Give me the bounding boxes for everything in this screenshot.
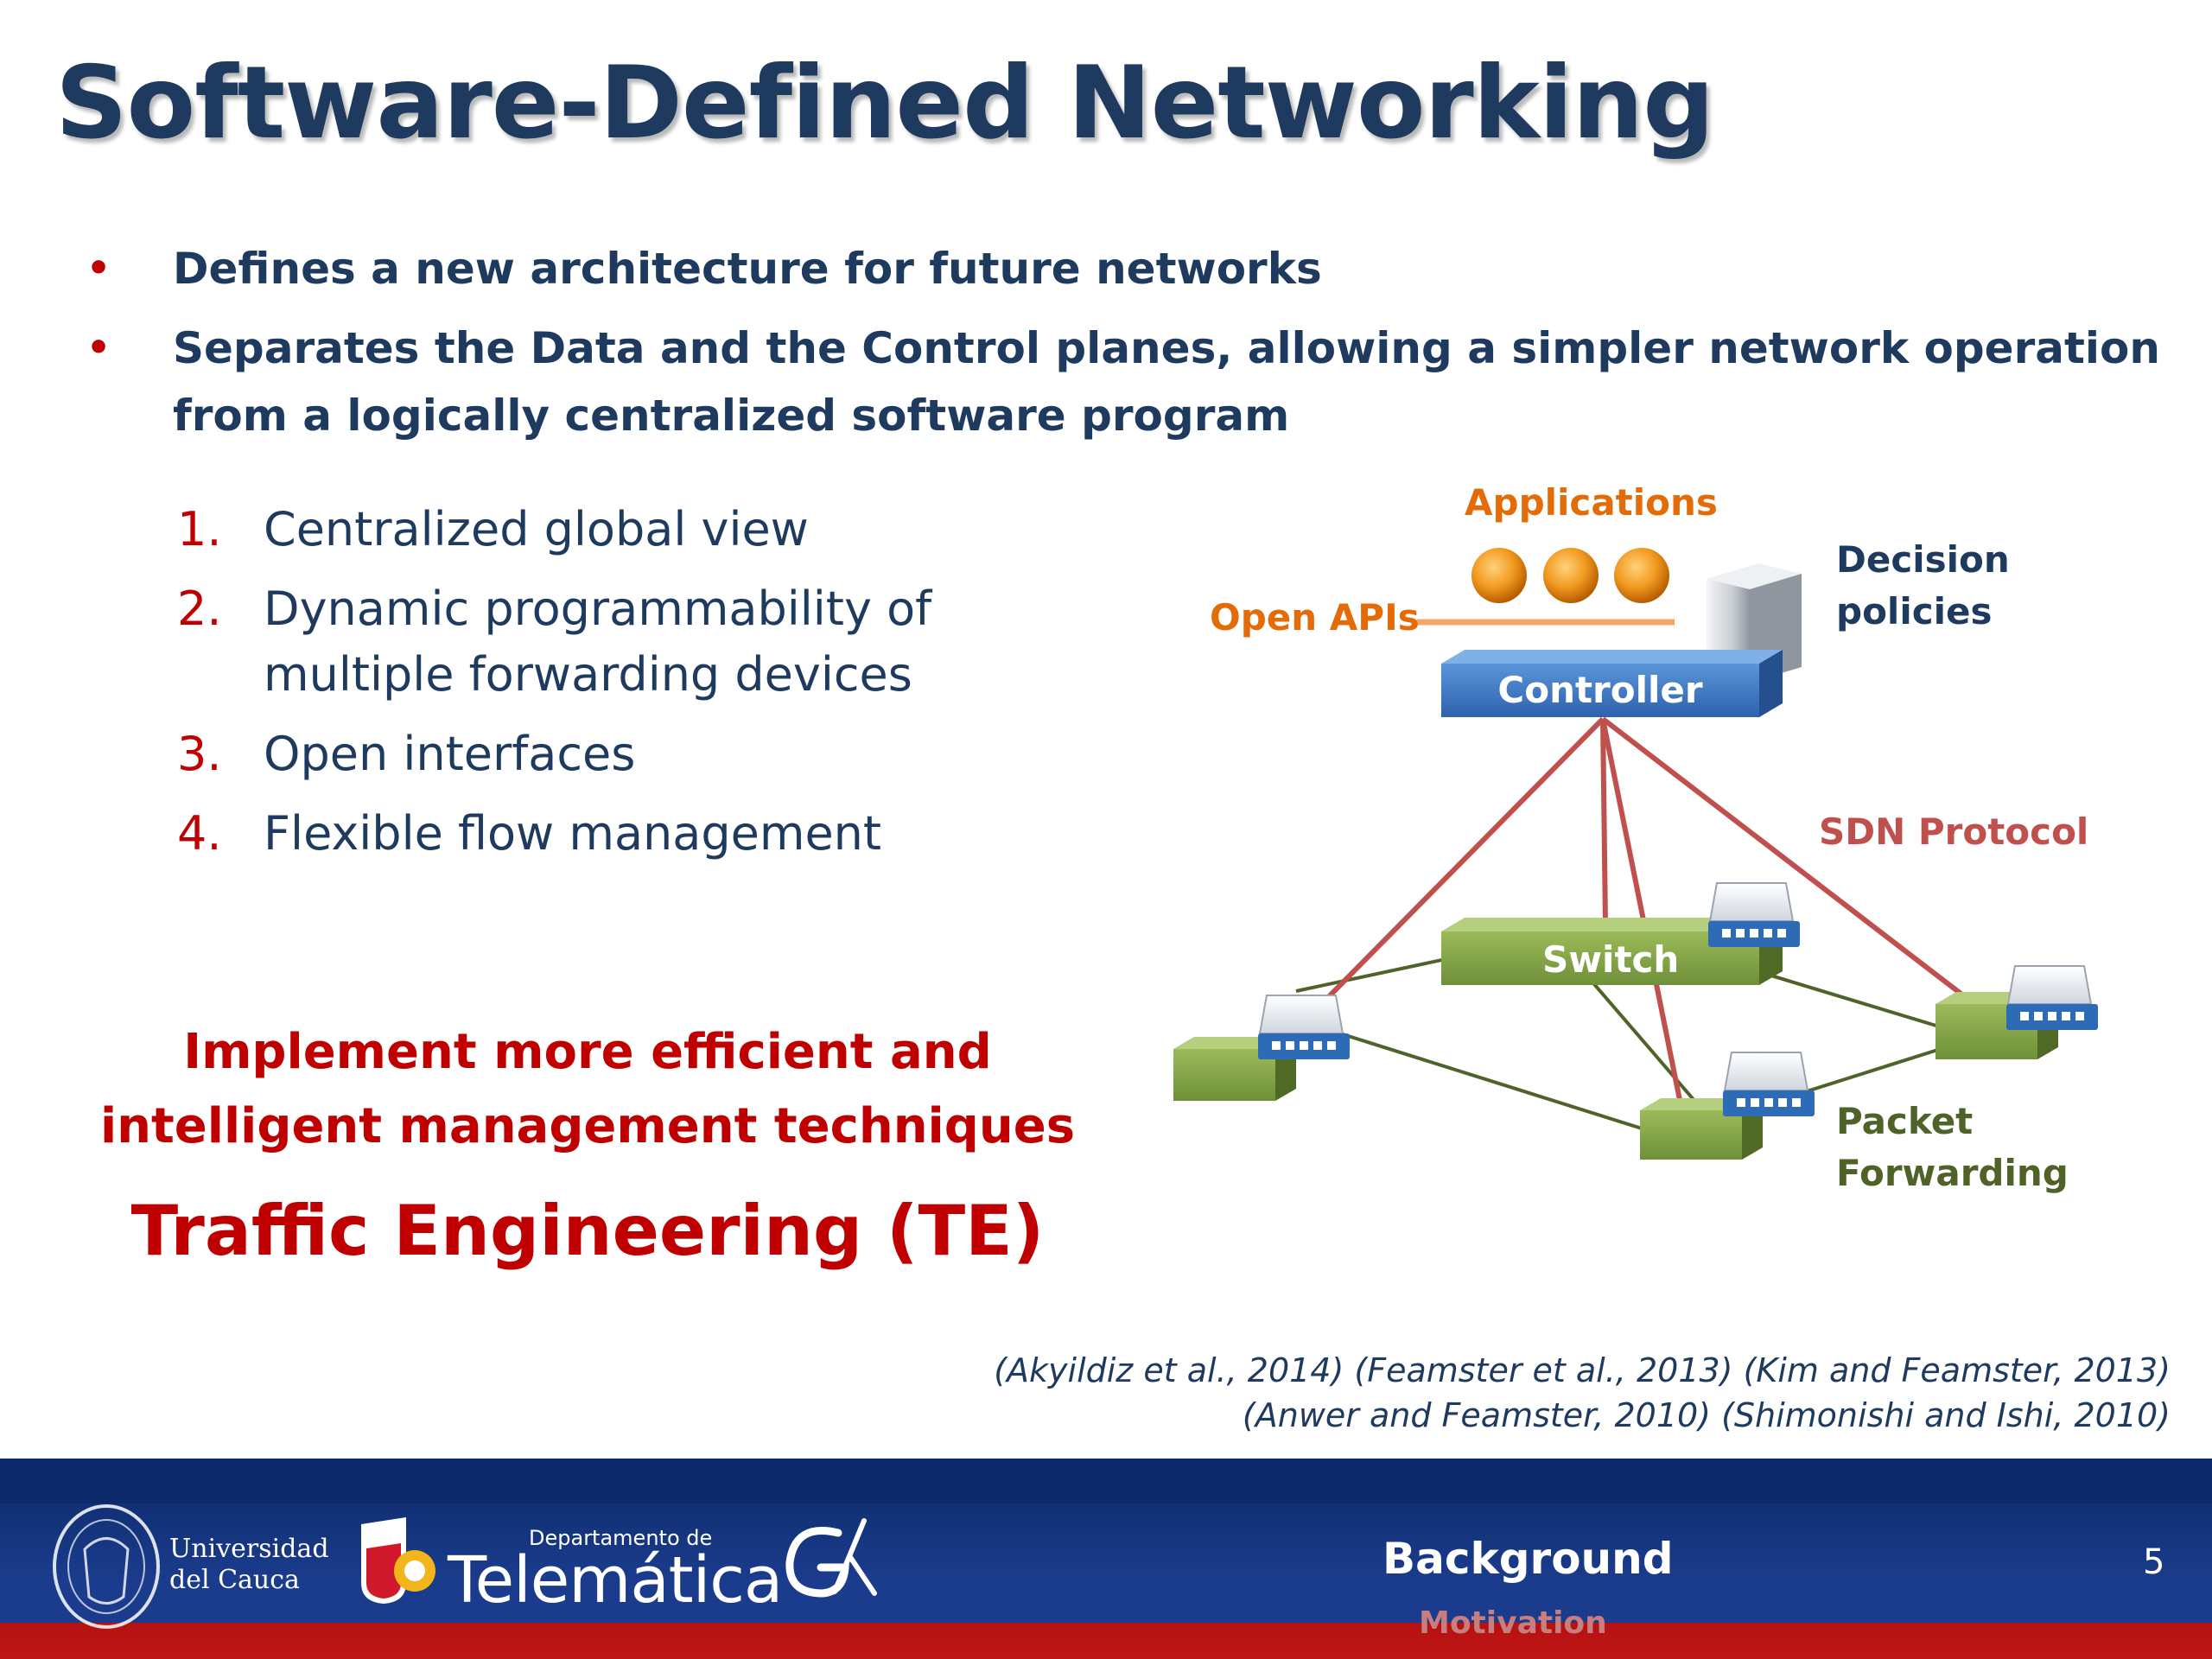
implement-line: Implement more efficient and bbox=[183, 1024, 992, 1080]
application-icon bbox=[1614, 548, 1669, 603]
packet-label-line: Forwarding bbox=[1836, 1152, 2069, 1194]
citation-line: (Akyildiz et al., 2014) (Feamster et al.… bbox=[994, 1351, 2171, 1389]
telematica-logo-icon bbox=[361, 1517, 435, 1604]
citation-line: (Anwer and Feamster, 2010) (Shimonishi a… bbox=[1242, 1396, 2171, 1434]
feature-item: 1. Centralized global view bbox=[177, 497, 809, 563]
bullet-text: from a logically centralized software pr… bbox=[173, 391, 1290, 441]
feature-item: 2. Dynamic programmability of bbox=[177, 576, 931, 642]
feature-item-continuation: multiple forwarding devices bbox=[177, 642, 912, 708]
decision-label-line: policies bbox=[1836, 590, 1993, 632]
university-name-line: del Cauca bbox=[169, 1565, 300, 1595]
feature-text: multiple forwarding devices bbox=[264, 647, 912, 702]
implement-text: Implement more efficient and intelligent… bbox=[69, 1015, 1106, 1164]
university-seal-icon bbox=[53, 1504, 160, 1629]
feature-text: Centralized global view bbox=[264, 502, 809, 556]
application-icon bbox=[1543, 548, 1599, 603]
bullet-dot: • bbox=[86, 326, 111, 370]
bullet-text: Defines a new architecture for future ne… bbox=[173, 244, 1322, 294]
open-apis-label: Open APIs bbox=[1210, 596, 1420, 639]
feature-number: 3. bbox=[177, 727, 222, 781]
switch-label: Switch bbox=[1542, 938, 1680, 981]
applications-label: Applications bbox=[1465, 481, 1718, 524]
packet-forwarding-label: Packet Forwarding bbox=[1836, 1096, 2069, 1199]
feature-item: 4. Flexible flow management bbox=[177, 801, 881, 867]
decision-label-line: Decision bbox=[1836, 538, 2010, 581]
network-device-icon bbox=[2006, 965, 2098, 1030]
controller-box bbox=[1441, 650, 1783, 717]
feature-item: 3. Open interfaces bbox=[177, 721, 635, 787]
sdn-protocol-label: SDN Protocol bbox=[1819, 810, 2089, 853]
sdn-protocol-links bbox=[1282, 716, 1976, 1105]
footer-subsection: Motivation bbox=[1419, 1605, 1607, 1641]
bullet-dot: • bbox=[86, 246, 111, 290]
footer-top-band bbox=[0, 1459, 2212, 1503]
feature-number: 4. bbox=[177, 806, 222, 861]
network-device-icon bbox=[1708, 882, 1800, 947]
university-name-line: Universidad bbox=[169, 1534, 329, 1564]
feature-number: 2. bbox=[177, 582, 222, 636]
feature-text: Open interfaces bbox=[264, 727, 636, 781]
department-name: Telemática bbox=[448, 1543, 783, 1618]
feature-text: Flexible flow management bbox=[264, 806, 882, 861]
feature-text: Dynamic programmability of bbox=[264, 582, 932, 636]
network-device-icon bbox=[1723, 1052, 1815, 1116]
bullet-text: Separates the Data and the Control plane… bbox=[173, 323, 2160, 373]
slide-title: Software-Defined Networking bbox=[55, 45, 1714, 162]
central-switch bbox=[1441, 918, 1783, 985]
application-icon bbox=[1471, 548, 1527, 603]
implement-line: intelligent management techniques bbox=[99, 1098, 1076, 1154]
sdn-diagram bbox=[1173, 548, 2098, 1160]
page-number: 5 bbox=[2143, 1542, 2165, 1582]
citations: (Akyildiz et al., 2014) (Feamster et al.… bbox=[994, 1348, 2171, 1438]
traffic-engineering-title: Traffic Engineering (TE) bbox=[130, 1191, 1045, 1271]
controller-label: Controller bbox=[1497, 669, 1703, 711]
university-name: Universidad del Cauca bbox=[169, 1534, 329, 1596]
department-label: Departamento de bbox=[529, 1526, 713, 1550]
packet-label-line: Packet bbox=[1836, 1100, 1974, 1142]
decision-policies-label: Decision policies bbox=[1836, 534, 2010, 638]
network-device-icon bbox=[1258, 995, 1350, 1059]
research-group-logo-icon bbox=[785, 1518, 877, 1598]
footer-section-title: Background bbox=[1382, 1534, 1674, 1584]
feature-number: 1. bbox=[177, 502, 222, 556]
